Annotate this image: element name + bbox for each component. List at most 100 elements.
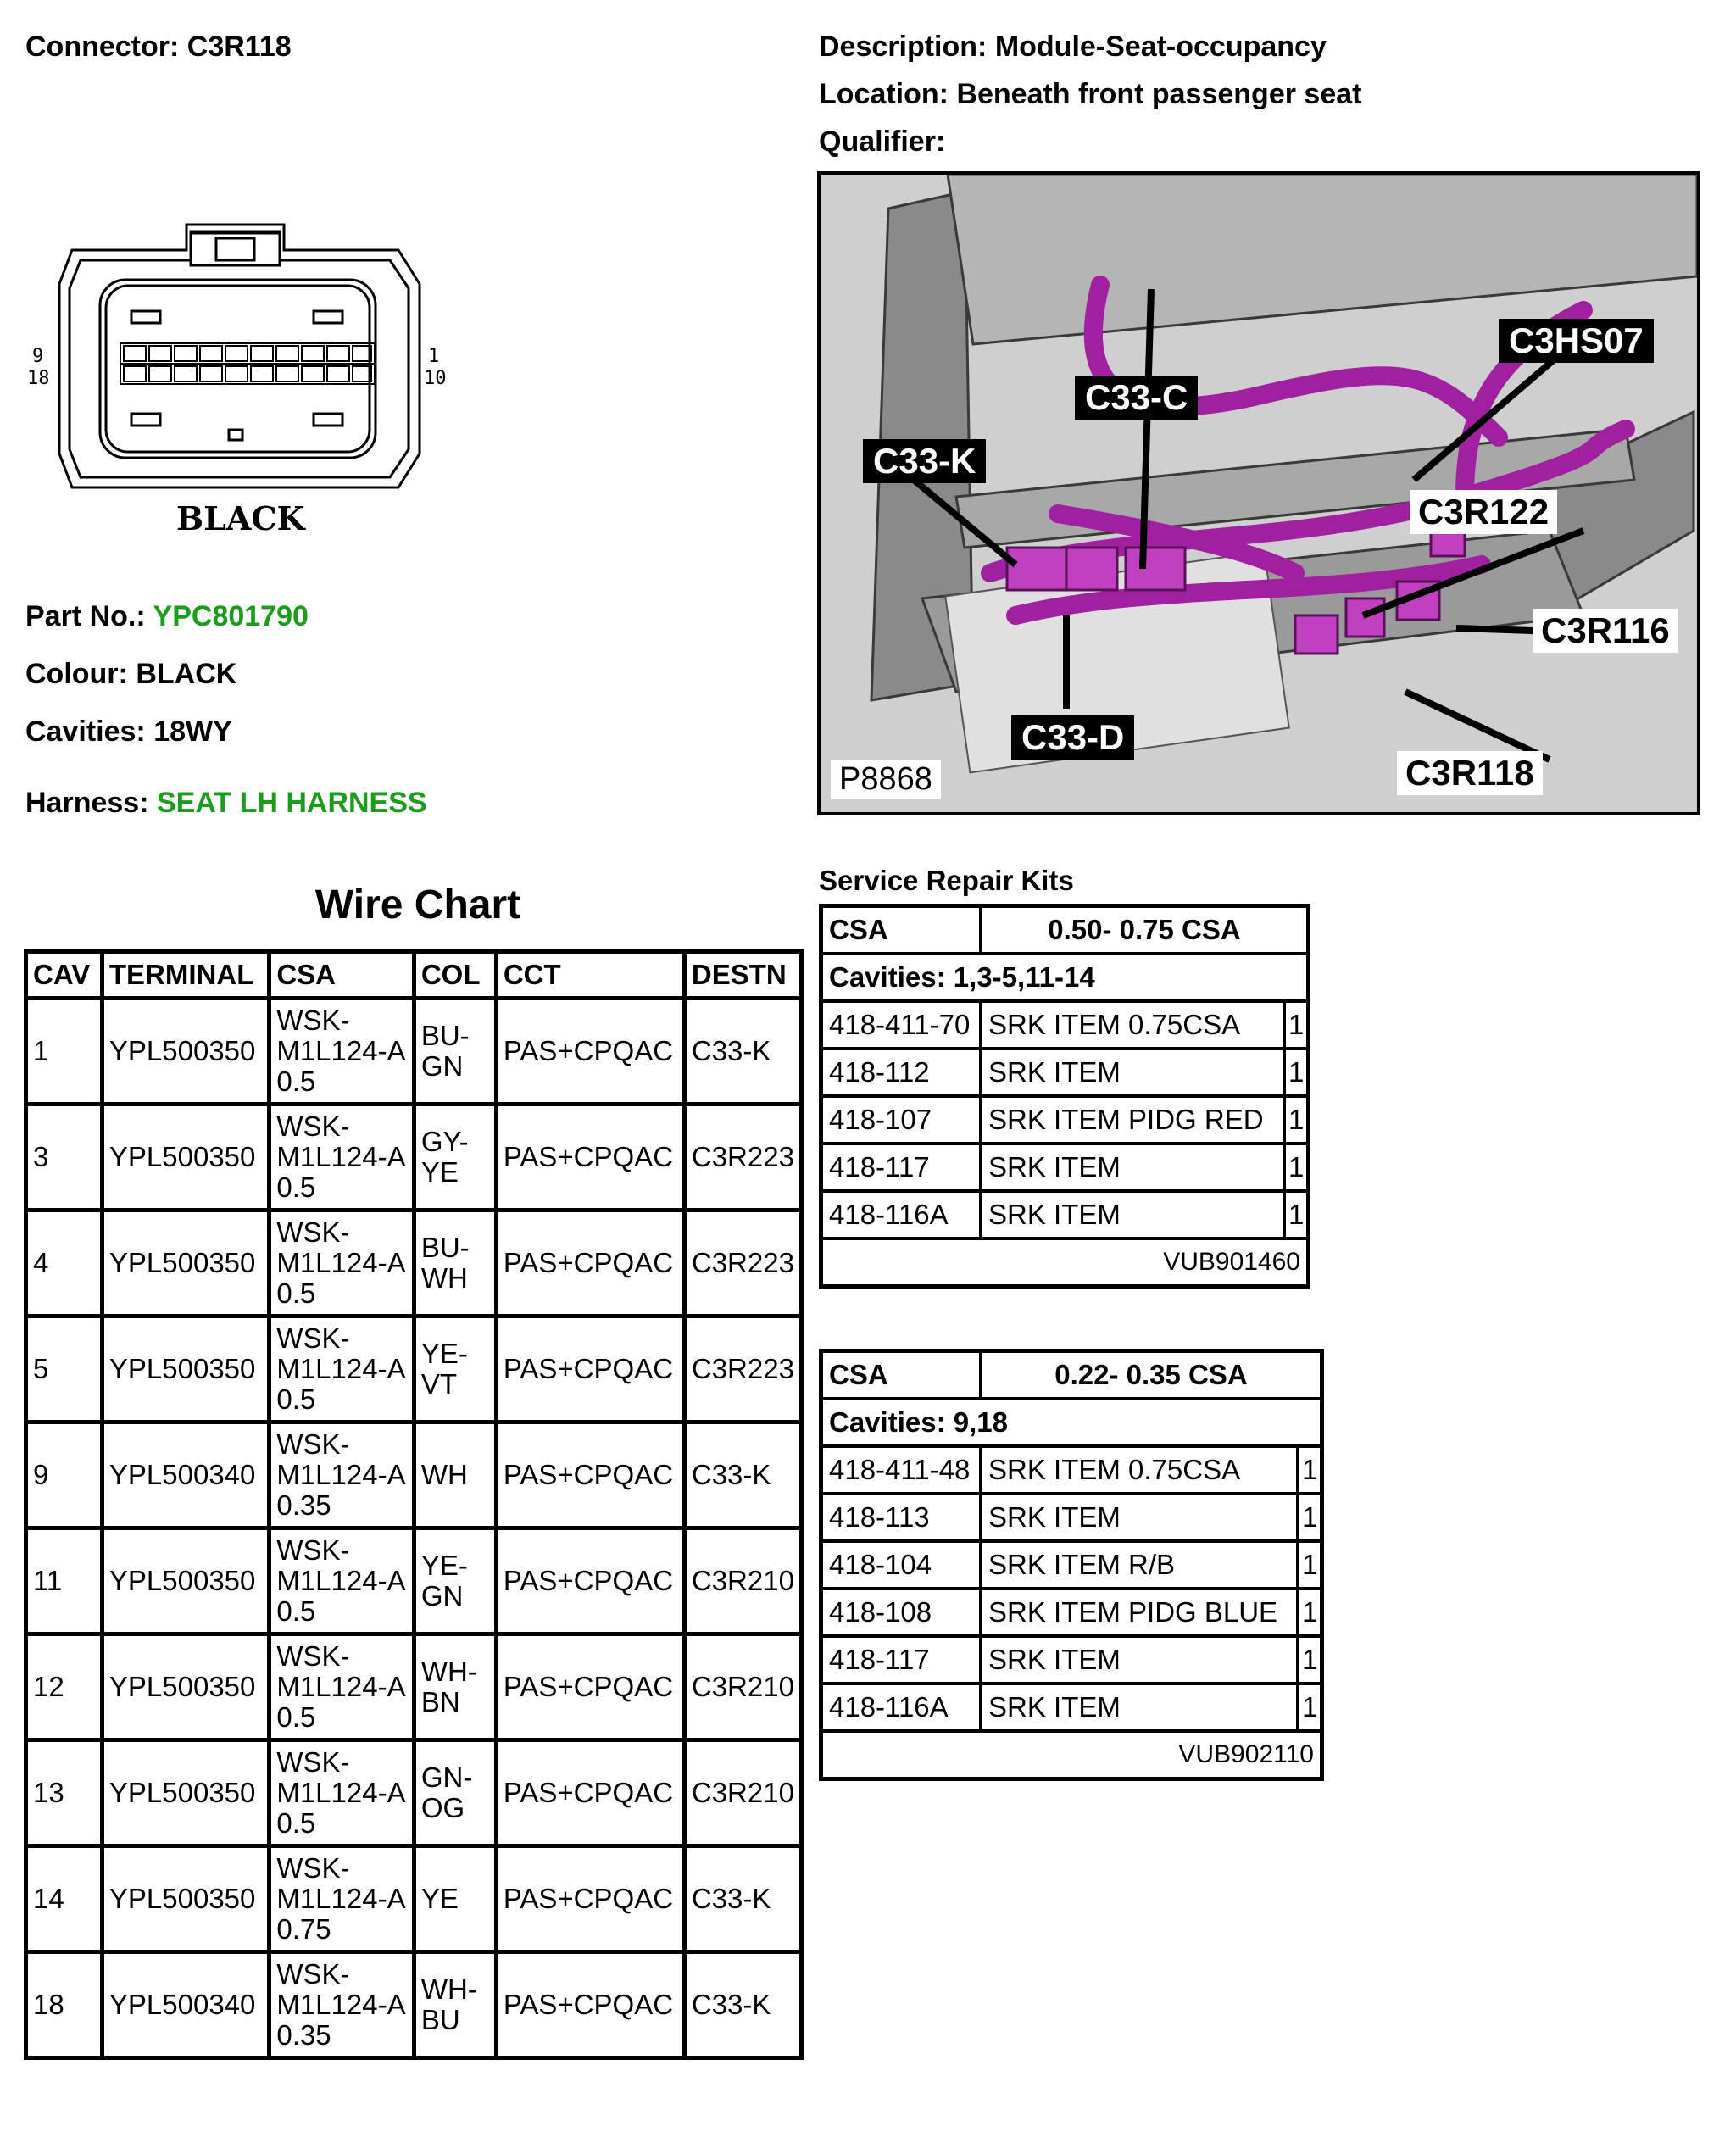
colour-cell: BU-WH [411, 1208, 498, 1318]
colour-cell-line: GN [420, 1580, 464, 1611]
csa-cell-line: M1L124-A [276, 1777, 406, 1808]
callout-c3r118: C3R118 [1397, 751, 1543, 795]
callout-c33-c: C33-C [1075, 376, 1199, 420]
colour-cell: BU-GN [411, 996, 498, 1106]
part-no-value[interactable]: YPC801790 [153, 600, 309, 632]
csa-cell-line: WSK- [276, 1216, 350, 1248]
callout-c3r116: C3R116 [1533, 609, 1678, 653]
csa-cell-line: 0.5 [276, 1172, 316, 1203]
callout-c33-d: C33-D [1011, 715, 1135, 760]
csa-cell-line: 0.5 [276, 1595, 316, 1627]
csa-cell-line: WSK- [276, 1428, 350, 1460]
colour-line: Colour: BLACK [25, 658, 236, 691]
terminal-cell: YPL500350 [99, 1526, 272, 1636]
col-header-terminal: TERMINAL [99, 949, 272, 1000]
colour-cell-line: VT [420, 1368, 457, 1400]
colour-cell-line: WH- [420, 1656, 477, 1687]
colour-cell: YE-GN [411, 1526, 498, 1636]
csa-cell-line: 0.35 [276, 2019, 331, 2051]
cct-cell: PAS+CPQAC [493, 1738, 687, 1848]
harness-value[interactable]: SEAT LH HARNESS [156, 787, 427, 819]
part-no-label: Part No.: [25, 600, 146, 632]
kit-part-number: 418-411-70 [819, 999, 982, 1050]
csa-cell-line: M1L124-A [276, 1565, 406, 1596]
destn-cell: C33-K [682, 996, 804, 1106]
terminal-cell: YPL500350 [99, 1844, 272, 1954]
colour-cell-line: WH [420, 1262, 468, 1294]
kit-item-qty: 1 [1283, 1047, 1310, 1098]
csa-cell-line: WSK- [276, 1640, 350, 1672]
cct-cell: PAS+CPQAC [493, 1102, 687, 1212]
csa-cell-line: WSK- [276, 1322, 350, 1354]
csa-cell-line: 0.5 [276, 1807, 316, 1839]
colour-cell-line: YE [420, 1156, 459, 1188]
csa-cell-line: 0.5 [276, 1066, 316, 1097]
terminal-cell: YPL500350 [99, 996, 272, 1106]
service-repair-kits-title: Service Repair Kits [819, 865, 1074, 896]
cav-cell: 3 [24, 1102, 104, 1212]
pin-label-9: 9 [32, 346, 43, 367]
csa-cell-line: M1L124-A [276, 1671, 406, 1702]
terminal-cell: YPL500340 [99, 1420, 272, 1530]
kit-item-qty: 1 [1283, 1094, 1310, 1145]
col-header-csa: CSA [267, 949, 416, 1000]
kit-item-desc: SRK ITEM [978, 1142, 1287, 1193]
cct-cell: PAS+CPQAC [493, 1632, 687, 1742]
csa-cell-line: 0.5 [276, 1383, 316, 1415]
harness-line: Harness: SEAT LH HARNESS [25, 787, 427, 820]
cavities-value: 18WY [153, 715, 232, 748]
colour-cell: GN-OG [411, 1738, 498, 1848]
description-line: Description: Module-Seat-occupancy [819, 31, 1327, 64]
kit2-csa-label: CSA [819, 1349, 982, 1400]
colour-cell: WH [411, 1420, 498, 1530]
kit-item-desc: SRK ITEM [978, 1189, 1287, 1240]
kit-item-qty: 1 [1283, 1142, 1310, 1193]
cct-cell: PAS+CPQAC [493, 1314, 687, 1424]
kit-item-qty: 1 [1296, 1492, 1324, 1543]
colour-cell-line: GN [420, 1050, 464, 1082]
colour-cell-line: GN- [420, 1762, 473, 1793]
kit2-ref: VUB902110 [819, 1729, 1324, 1781]
csa-cell-line: M1L124-A [276, 1883, 406, 1914]
colour-cell: WH-BU [411, 1950, 498, 2060]
connector-face-diagram: 9 18 1 10 BLACK [27, 223, 447, 537]
colour-cell-line: YE- [420, 1550, 468, 1581]
csa-cell-line: WSK- [276, 1958, 350, 1990]
cct-cell: PAS+CPQAC [493, 1208, 687, 1318]
connector-label: Connector: [25, 31, 180, 63]
colour-cell-line: BN [420, 1686, 460, 1717]
pin-label-1: 1 [428, 346, 439, 367]
connector-line: Connector: C3R118 [25, 31, 292, 64]
repair-kit-table-1: CSA 0.50- 0.75 CSA Cavities: 1,3-5,11-14… [819, 904, 1310, 1289]
seat-frame-illustration [821, 175, 1697, 812]
destn-cell: C33-K [682, 1950, 804, 2060]
colour-cell-line: YE [420, 1883, 459, 1914]
kit-part-number: 418-108 [819, 1587, 982, 1638]
kit-item-qty: 1 [1296, 1682, 1324, 1733]
kit-item-qty: 1 [1283, 1189, 1310, 1240]
destn-cell: C33-K [682, 1420, 804, 1530]
qualifier-line: Qualifier: [819, 125, 945, 159]
csa-cell-line: M1L124-A [276, 1035, 406, 1066]
kit-item-qty: 1 [1283, 999, 1310, 1050]
destn-cell: C3R223 [682, 1102, 804, 1212]
cav-cell: 4 [24, 1208, 104, 1318]
col-header-col: COL [411, 949, 498, 1000]
kit-item-qty: 1 [1296, 1634, 1324, 1685]
kit1-csa-label: CSA [819, 904, 982, 955]
